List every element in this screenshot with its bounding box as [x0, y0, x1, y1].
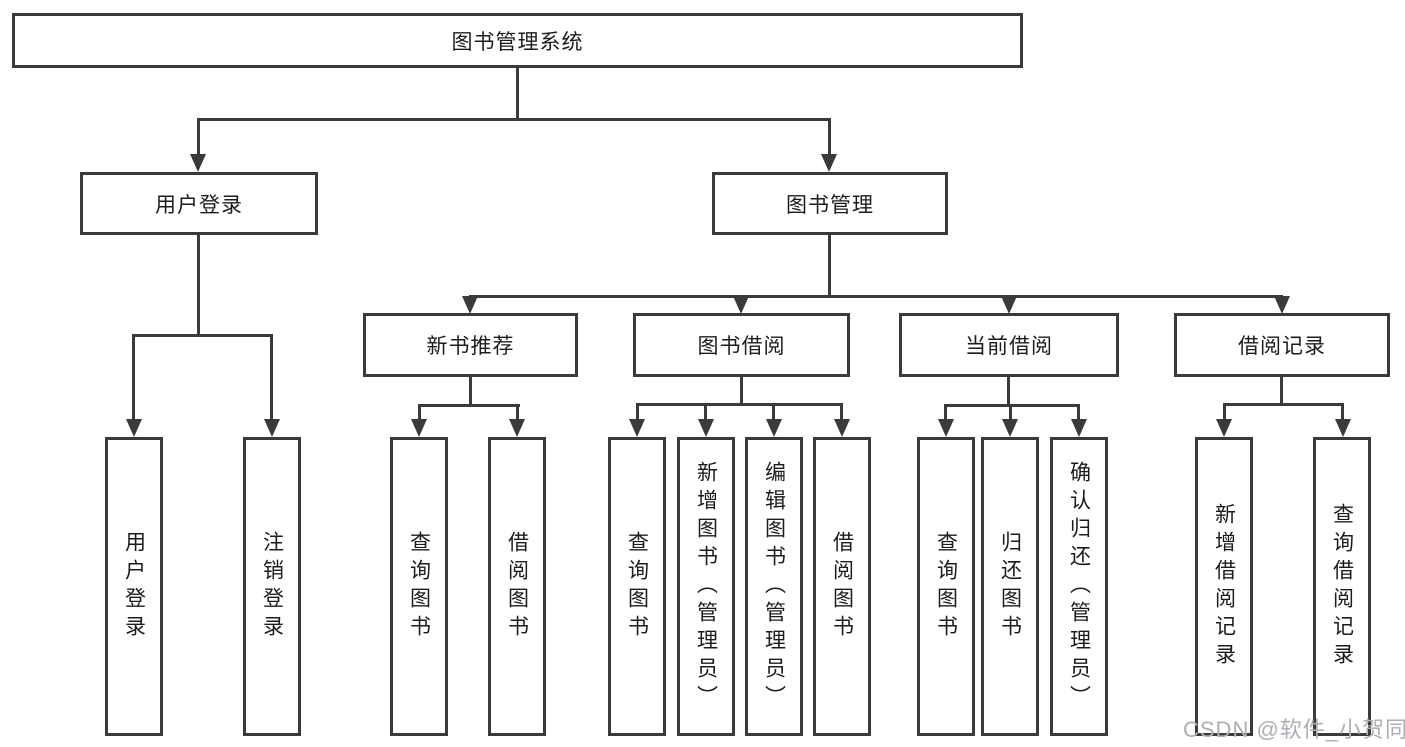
arrow-down-icon: [834, 419, 850, 437]
node-label: 查询图书: [407, 530, 431, 643]
node-book-borrowing: 图书借阅: [633, 313, 850, 377]
connector-line: [516, 68, 519, 119]
node-label: 新增借阅记录: [1212, 502, 1236, 671]
node-label: 查询借阅记录: [1330, 502, 1354, 671]
node-new-book-recommend: 新书推荐: [363, 313, 578, 377]
leaf-borrow-book: 借阅图书: [813, 437, 871, 736]
leaf-logout-login: 注销登录: [243, 437, 301, 736]
connector-line: [197, 235, 200, 336]
leaf-query-book-recommend: 查询图书: [390, 437, 448, 736]
node-label: 借阅图书: [505, 530, 529, 643]
connector-line: [944, 404, 947, 420]
node-label: 查询图书: [625, 530, 649, 643]
connector-line: [636, 403, 843, 406]
connector-line: [1223, 403, 1344, 406]
node-label: 编辑图书（管理员）: [762, 460, 786, 713]
arrow-down-icon: [126, 419, 142, 437]
connector-line: [1223, 403, 1226, 420]
node-label: 用户登录: [155, 193, 243, 217]
arrow-down-icon: [264, 419, 280, 437]
connector-line: [772, 403, 775, 420]
connector-line: [740, 377, 743, 405]
connector-line: [469, 295, 1283, 298]
node-root-library-system: 图书管理系统: [12, 13, 1023, 68]
arrow-down-icon: [629, 419, 645, 437]
node-label: 图书管理: [786, 193, 874, 217]
leaf-return-book: 归还图书: [981, 437, 1039, 736]
connector-line: [132, 334, 135, 419]
arrow-down-icon: [1274, 296, 1290, 314]
connector-line: [197, 118, 831, 121]
arrow-down-icon: [1002, 419, 1018, 437]
arrow-down-icon: [733, 296, 749, 314]
node-user-login: 用户登录: [80, 172, 318, 235]
arrow-down-icon: [698, 419, 714, 437]
connector-line: [704, 403, 707, 420]
connector-line: [1009, 404, 1012, 420]
arrow-down-icon: [938, 419, 954, 437]
node-label: 借阅图书: [830, 530, 854, 643]
leaf-edit-book-admin: 编辑图书（管理员）: [745, 437, 803, 736]
connector-line: [469, 377, 472, 406]
node-book-management: 图书管理: [712, 172, 948, 235]
arrow-down-icon: [1335, 419, 1351, 437]
connector-line: [1341, 403, 1344, 420]
arrow-down-icon: [1001, 296, 1017, 314]
arrow-down-icon: [821, 154, 837, 172]
connector-line: [828, 235, 831, 297]
connector-line: [1280, 377, 1283, 405]
connector-line: [944, 404, 1080, 407]
node-label: 新增图书（管理员）: [694, 460, 718, 713]
leaf-borrow-book-recommend: 借阅图书: [488, 437, 546, 736]
node-current-borrowing: 当前借阅: [899, 313, 1119, 377]
arrow-down-icon: [509, 419, 525, 437]
arrow-down-icon: [190, 154, 206, 172]
connector-line: [270, 334, 273, 419]
arrow-down-icon: [766, 419, 782, 437]
connector-line: [516, 404, 519, 420]
node-borrow-records: 借阅记录: [1174, 313, 1390, 377]
connector-line: [132, 334, 273, 337]
connector-line: [636, 403, 639, 420]
connector-line: [1007, 377, 1010, 406]
node-label: 确认归还（管理员）: [1067, 460, 1091, 713]
connector-line: [197, 118, 200, 155]
leaf-add-book-admin: 新增图书（管理员）: [677, 437, 735, 736]
node-label: 查询图书: [934, 530, 958, 643]
leaf-query-borrow-record: 查询借阅记录: [1313, 437, 1371, 736]
node-label: 当前借阅: [965, 335, 1053, 358]
node-label: 图书借阅: [697, 335, 786, 358]
node-label: 借阅记录: [1238, 335, 1326, 358]
node-label: 图书管理系统: [451, 30, 584, 54]
arrow-down-icon: [1216, 419, 1232, 437]
arrow-down-icon: [462, 296, 478, 314]
connector-line: [418, 404, 421, 420]
leaf-query-book-current: 查询图书: [917, 437, 975, 736]
connector-line: [1077, 404, 1080, 420]
node-label: 用户登录: [122, 530, 146, 643]
leaf-query-book-borrowing: 查询图书: [608, 437, 666, 736]
node-label: 注销登录: [260, 530, 284, 643]
csdn-watermark: CSDN @软件_小贺同学: [1183, 717, 1405, 742]
leaf-confirm-return-admin: 确认归还（管理员）: [1050, 437, 1108, 736]
node-label: 归还图书: [998, 530, 1022, 643]
node-label: 新书推荐: [426, 335, 515, 358]
connector-line: [840, 403, 843, 420]
connector-line: [828, 118, 831, 155]
arrow-down-icon: [1071, 419, 1087, 437]
arrow-down-icon: [411, 419, 427, 437]
connector-line: [418, 404, 520, 407]
leaf-user-login: 用户登录: [105, 437, 163, 736]
leaf-add-borrow-record: 新增借阅记录: [1195, 437, 1253, 736]
